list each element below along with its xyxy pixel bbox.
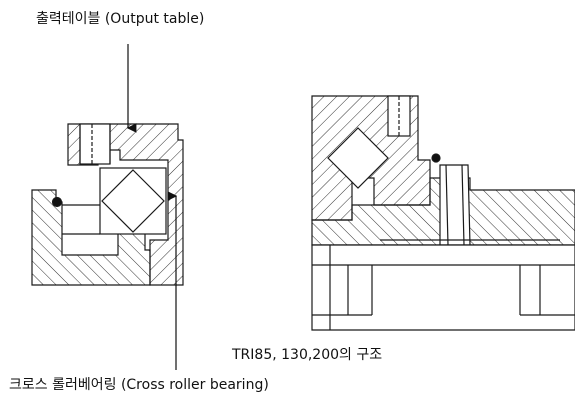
bolt-hole [79,123,111,165]
right-section [311,95,575,331]
right-roller-diamond [327,127,389,189]
output-table-label: 출력테이블 (Output table) [36,11,205,27]
seal-ring [51,196,63,208]
roller-diamond [101,169,165,233]
right-lower-housing [311,244,575,331]
cross-roller-bearing-label: 크로스 롤러베어링 (Cross roller bearing) [9,377,269,393]
diagram-caption: TRI85, 130,200의 구조 [232,347,383,363]
left-section [31,123,184,286]
